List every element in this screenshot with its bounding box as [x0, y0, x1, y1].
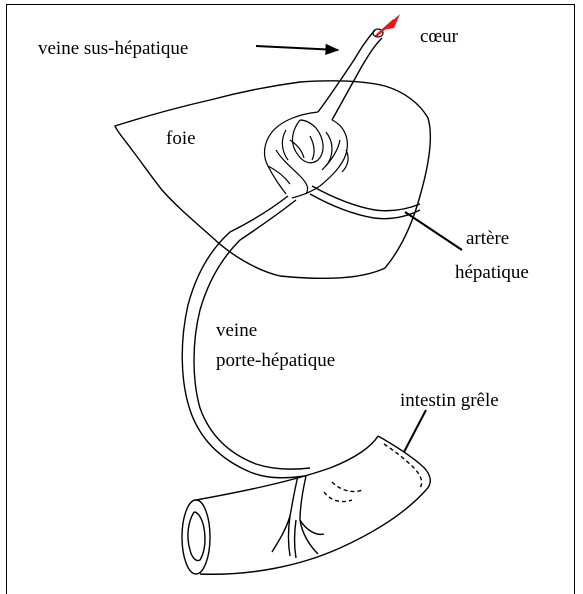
- label-intestin-grele: intestin grêle: [400, 390, 499, 411]
- label-artere-line2: hépatique: [455, 262, 529, 283]
- label-veine-porte-line1: veine: [216, 320, 257, 341]
- portal-vein-branches: [272, 476, 324, 558]
- label-veine-sus-hepatique: veine sus-hépatique: [38, 38, 188, 59]
- label-foie: foie: [166, 128, 196, 149]
- label-artere-line1: artère: [466, 228, 509, 249]
- label-coeur: cœur: [420, 26, 459, 47]
- hepatic-vein: [318, 30, 382, 120]
- liver-capillaries: [265, 112, 349, 198]
- intestine: [182, 436, 430, 574]
- hepatic-artery: [310, 186, 420, 219]
- label-veine-porte-line2: porte-hépatique: [216, 350, 335, 371]
- artery-leader: [405, 212, 462, 250]
- hepatic-vein-label-arrow: [256, 46, 338, 50]
- intestine-leader: [404, 410, 426, 452]
- liver-outline: [115, 81, 430, 279]
